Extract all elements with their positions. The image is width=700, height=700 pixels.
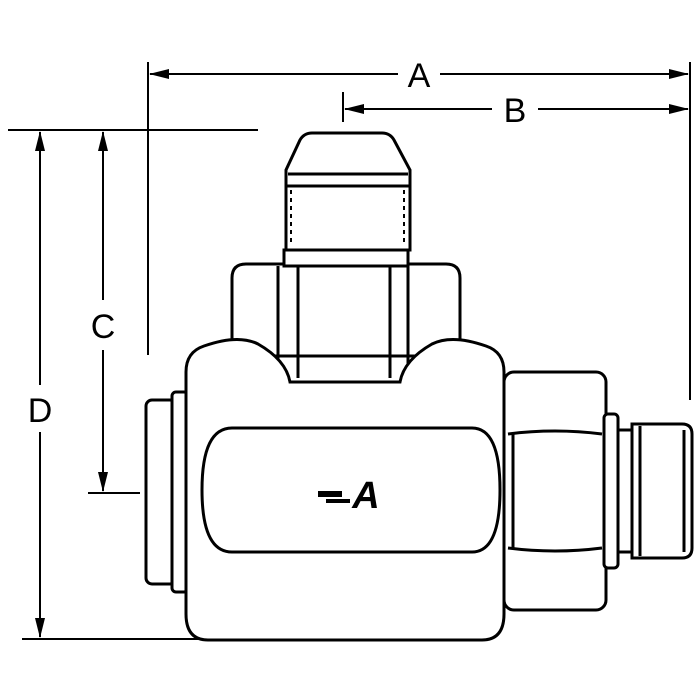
manufacturer-logo: A	[318, 475, 380, 517]
extension-lines	[8, 62, 691, 640]
body-flat-window	[200, 426, 502, 554]
right-threaded-stem	[602, 412, 694, 570]
right-hex-nut	[502, 370, 608, 612]
dimension-d-label: D	[28, 392, 53, 430]
logo-bar-icon	[318, 491, 342, 497]
right-stem-washer	[602, 412, 620, 570]
right-hex-flat-bottom	[507, 546, 603, 553]
dimension-d: D	[28, 131, 53, 638]
body-outline	[184, 338, 506, 642]
logo-bar-icon-lower	[326, 499, 350, 503]
stem-flare-nose	[284, 131, 412, 188]
dimension-a: A	[149, 57, 689, 95]
stem-threaded-section	[284, 184, 412, 252]
dimension-b: B	[344, 92, 689, 130]
dimension-c-label: C	[91, 308, 116, 346]
right-stem-thread-end	[630, 422, 694, 560]
stem-collar	[282, 248, 410, 268]
logo-letter: A	[351, 475, 379, 517]
dimension-c: C	[91, 131, 116, 492]
right-hex-flat-top	[507, 429, 603, 436]
hex-nut-outline	[230, 262, 462, 358]
swivel-body	[184, 338, 506, 642]
right-hex-outline	[502, 370, 608, 612]
top-flare-stem	[282, 131, 412, 268]
top-hex-nut	[230, 262, 462, 378]
left-end-cap	[144, 390, 190, 594]
dimension-b-label: B	[504, 92, 527, 130]
dimension-a-label: A	[408, 57, 431, 95]
right-stem-neck	[616, 428, 634, 554]
